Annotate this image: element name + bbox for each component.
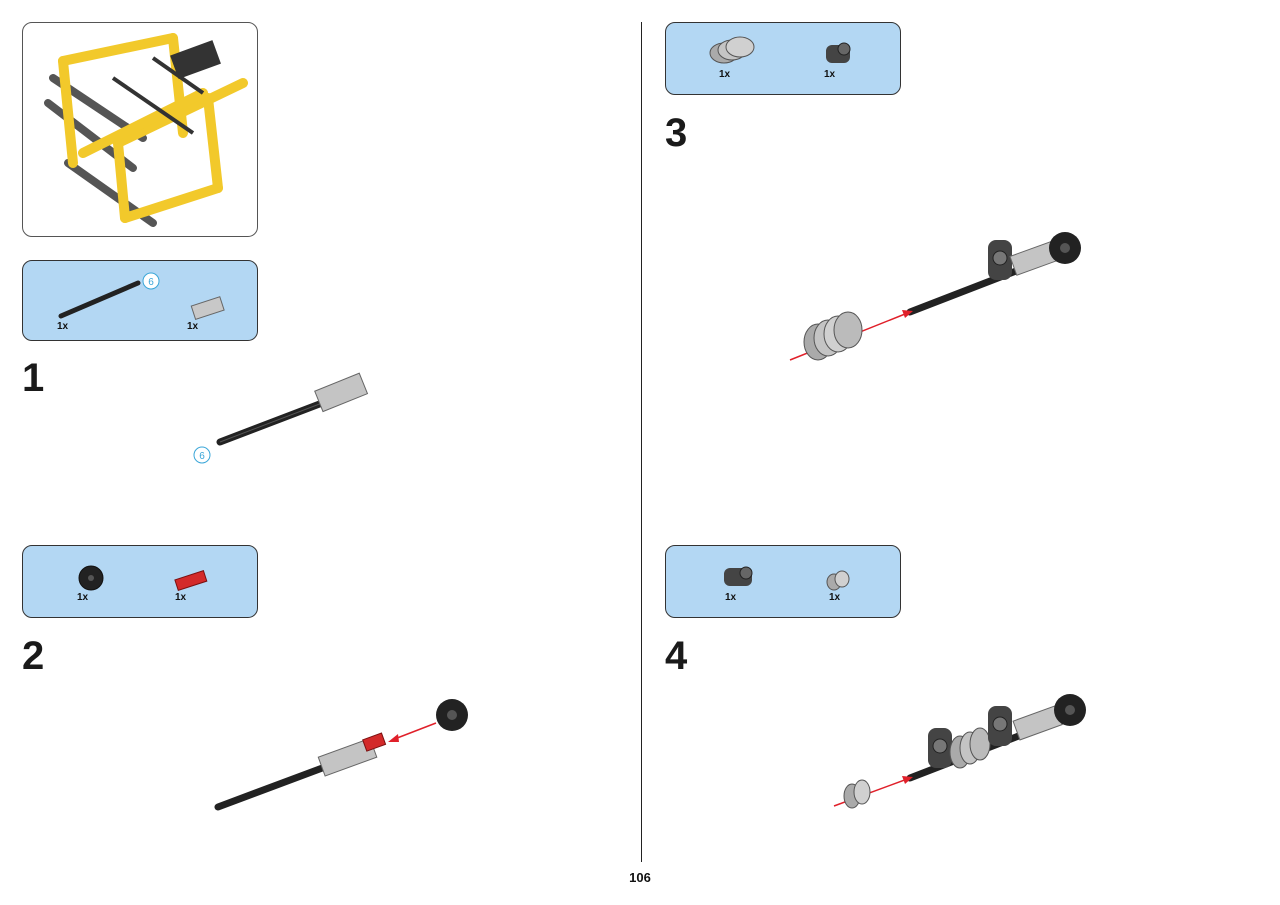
half-bush-icon: [826, 570, 850, 591]
length-callout-icon: [193, 446, 211, 464]
step-4-number: 4: [665, 634, 688, 678]
step-4-parts-image: [724, 566, 850, 591]
half-bush-icon: [843, 779, 871, 809]
step-2-part-1-qty: 1x: [77, 592, 89, 603]
cross-block-icon: [724, 566, 753, 586]
cross-block-icon: [826, 42, 851, 63]
step-3-number: 3: [665, 111, 688, 155]
step-1-assembly-image: 6: [193, 372, 369, 464]
step-4-parts-box: 1x 1x: [665, 545, 901, 618]
page-number: 106: [629, 870, 651, 885]
step-2-part-2-qty: 1x: [175, 592, 187, 603]
step-1-callout-text: 6: [199, 451, 205, 462]
step-3-parts-box: 1x 1x: [665, 22, 901, 95]
red-arrow-icon: [391, 722, 437, 741]
step-4-assembly-image: [833, 694, 1086, 809]
step-1-parts-image: 6: [58, 272, 225, 320]
step-3-part-1-qty: 1x: [719, 69, 731, 80]
step-2-parts-image: [78, 565, 208, 592]
step-3-assembly-image: [789, 232, 1081, 361]
worm-gear-icon: [803, 311, 863, 361]
step-1-box-callout-text: 6: [148, 277, 154, 288]
step-4-part-2-qty: 1x: [829, 592, 841, 603]
axle-icon: [58, 280, 141, 319]
yellow-frame-model-image: [44, 33, 248, 227]
step-1-part-1-qty: 1x: [57, 321, 69, 332]
step-1-number: 1: [22, 356, 45, 400]
bush-icon: [190, 296, 225, 320]
step-4-part-1-qty: 1x: [725, 592, 737, 603]
step-3-parts-image: [709, 36, 851, 64]
step-2-number: 2: [22, 634, 45, 678]
center-divider: [641, 22, 642, 862]
red-pin-icon: [174, 570, 208, 592]
step-2-parts-box: 1x 1x: [22, 545, 258, 618]
worm-gear-icon: [709, 36, 755, 64]
length-callout-icon: [142, 272, 160, 290]
step-3-part-2-qty: 1x: [824, 69, 836, 80]
model-preview-panel: [22, 22, 258, 237]
step-1-parts-box: 6 1x 1x: [22, 260, 258, 341]
step-2-assembly-image: [214, 699, 468, 811]
step-1-part-2-qty: 1x: [187, 321, 199, 332]
